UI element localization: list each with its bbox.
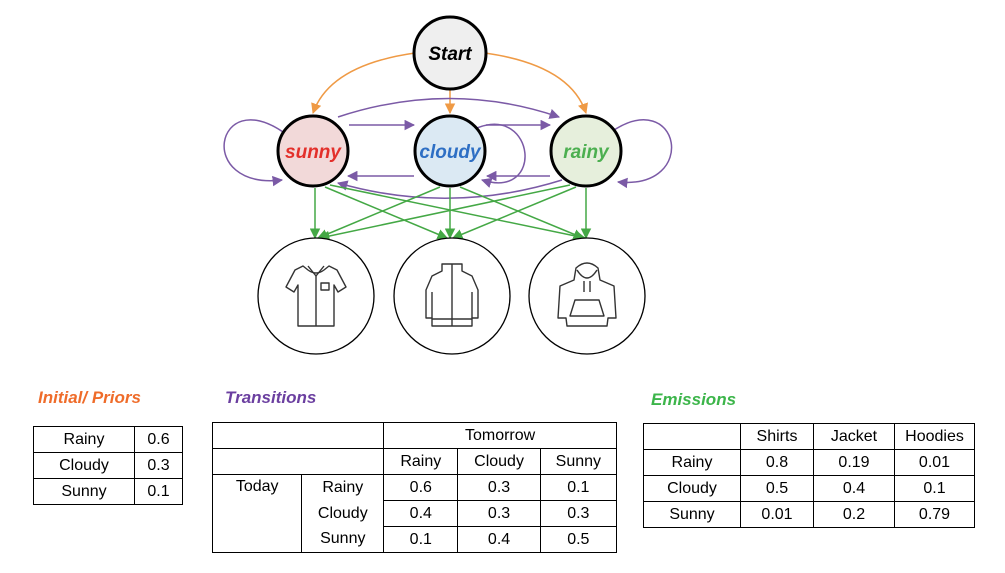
state-label-sunny: sunny	[285, 142, 342, 163]
transitions-cell: 0.1	[539, 474, 618, 501]
transitions-row-header: Cloudy	[301, 500, 385, 527]
emissions-cell: 0.19	[813, 449, 895, 476]
hmm-diagram: Start sunny cloudy rainy	[223, 15, 673, 355]
emissions-title: Emissions	[651, 390, 737, 409]
emissions-cell: 0.01	[740, 501, 814, 528]
priors-label-cloudy: Cloudy	[33, 452, 135, 479]
table-row: Cloudy 0.4 0.3 0.3	[213, 500, 618, 527]
state-node-rainy: rainy	[549, 114, 623, 188]
transitions-corner-cell	[211, 448, 302, 475]
table-row: Cloudy 0.5 0.4 0.1	[643, 475, 975, 502]
emissions-cell: 0.5	[740, 475, 814, 502]
initial-arrow-sunny	[311, 52, 416, 114]
hoodie-icon	[557, 262, 617, 327]
transitions-cell: 0.5	[539, 526, 618, 553]
start-label: Start	[428, 44, 472, 65]
emission-rainy-shirt	[318, 184, 571, 242]
jacket-icon	[425, 263, 479, 327]
transitions-table: Tomorrow Rainy Cloudy Sunny Today Rainy …	[211, 422, 618, 553]
emissions-corner-cell	[643, 423, 741, 450]
priors-label-rainy: Rainy	[33, 426, 135, 453]
transitions-cell: 0.1	[383, 526, 459, 553]
initial-arrow-rainy	[484, 52, 588, 114]
transitions-col-header: Sunny	[539, 448, 618, 475]
priors-value-sunny: 0.1	[134, 478, 183, 505]
transitions-cell: 0.3	[539, 500, 618, 527]
start-node: Start	[412, 15, 488, 91]
transitions-cell: 0.3	[457, 500, 541, 527]
table-row: Today Rainy 0.6 0.3 0.1	[211, 474, 618, 553]
transition-sunny-sunny	[223, 119, 284, 187]
transition-rainy-rainy	[610, 119, 673, 189]
emissions-col-header: Hoodies	[894, 423, 975, 450]
emissions-cell: 0.01	[894, 449, 975, 476]
priors-table: Rainy 0.6 Cloudy 0.3 Sunny 0.1	[33, 426, 183, 505]
emissions-row-header: Rainy	[643, 449, 741, 476]
observation-node-hoodie	[528, 237, 646, 355]
state-label-rainy: rainy	[563, 142, 610, 163]
emissions-col-header: Shirts	[740, 423, 814, 450]
transitions-corner-cell	[301, 422, 385, 449]
transitions-col-header: Rainy	[383, 448, 459, 475]
priors-title: Initial/ Priors	[38, 388, 141, 407]
transition-sunny-rainy	[337, 97, 560, 119]
initial-arrows	[311, 52, 588, 115]
table-row: Rainy Cloudy Sunny	[211, 448, 618, 475]
transitions-col-header: Cloudy	[457, 448, 541, 475]
emissions-col-header: Jacket	[813, 423, 895, 450]
priors-label-sunny: Sunny	[33, 478, 135, 505]
state-label-cloudy: cloudy	[419, 142, 482, 163]
table-row: Rainy 0.8 0.19 0.01	[643, 449, 975, 476]
state-circle-rainy	[549, 114, 623, 188]
state-circle-sunny	[276, 114, 350, 188]
table-row: Sunny 0.1	[33, 478, 183, 505]
state-node-cloudy: cloudy	[413, 114, 487, 188]
transitions-cell: 0.4	[457, 526, 541, 553]
emission-sunny-jacket	[324, 186, 448, 240]
emissions-cell: 0.8	[740, 449, 814, 476]
transitions-cell: 0.6	[383, 474, 459, 501]
emissions-table: Shirts Jacket Hoodies Rainy 0.8 0.19 0.0…	[643, 423, 975, 528]
observation-node-jacket	[393, 237, 511, 355]
emission-cloudy-hoodie	[459, 186, 584, 240]
table-row: Shirts Jacket Hoodies	[643, 423, 975, 450]
state-node-sunny: sunny	[276, 114, 350, 188]
emissions-row-header: Cloudy	[643, 475, 741, 502]
emission-cloudy-shirt	[317, 186, 441, 240]
emissions-row-header: Sunny	[643, 501, 741, 528]
emissions-cell: 0.2	[813, 501, 895, 528]
table-row: Tomorrow	[211, 422, 617, 449]
transitions-corner-cell	[211, 422, 302, 449]
emissions-cell: 0.4	[813, 475, 895, 502]
transitions-row-group: Today	[211, 474, 303, 553]
emissions-cell: 0.1	[894, 475, 975, 502]
transitions-cell: 0.3	[457, 474, 541, 501]
emission-sunny-hoodie	[329, 184, 587, 242]
transitions-cell: 0.4	[383, 500, 459, 527]
shirt-icon	[285, 265, 347, 327]
emission-rainy-jacket	[452, 186, 577, 240]
transitions-row-header: Rainy	[301, 474, 385, 501]
priors-value-rainy: 0.6	[134, 426, 183, 453]
table-row: Sunny 0.01 0.2 0.79	[643, 501, 975, 528]
table-row: Cloudy 0.3	[33, 452, 183, 479]
transition-arrows	[223, 97, 673, 199]
table-row: Sunny 0.1 0.4 0.5	[213, 526, 618, 553]
transitions-col-group: Tomorrow	[383, 422, 617, 449]
table-row: Rainy 0.6	[33, 426, 183, 453]
emissions-cell: 0.79	[894, 501, 975, 528]
priors-value-cloudy: 0.3	[134, 452, 183, 479]
observation-node-shirt	[257, 237, 375, 355]
transitions-corner-cell	[301, 448, 385, 475]
state-circle-cloudy	[413, 114, 487, 188]
transitions-title: Transitions	[225, 388, 317, 407]
emission-arrows	[309, 184, 592, 242]
transitions-row-header: Sunny	[301, 526, 385, 553]
